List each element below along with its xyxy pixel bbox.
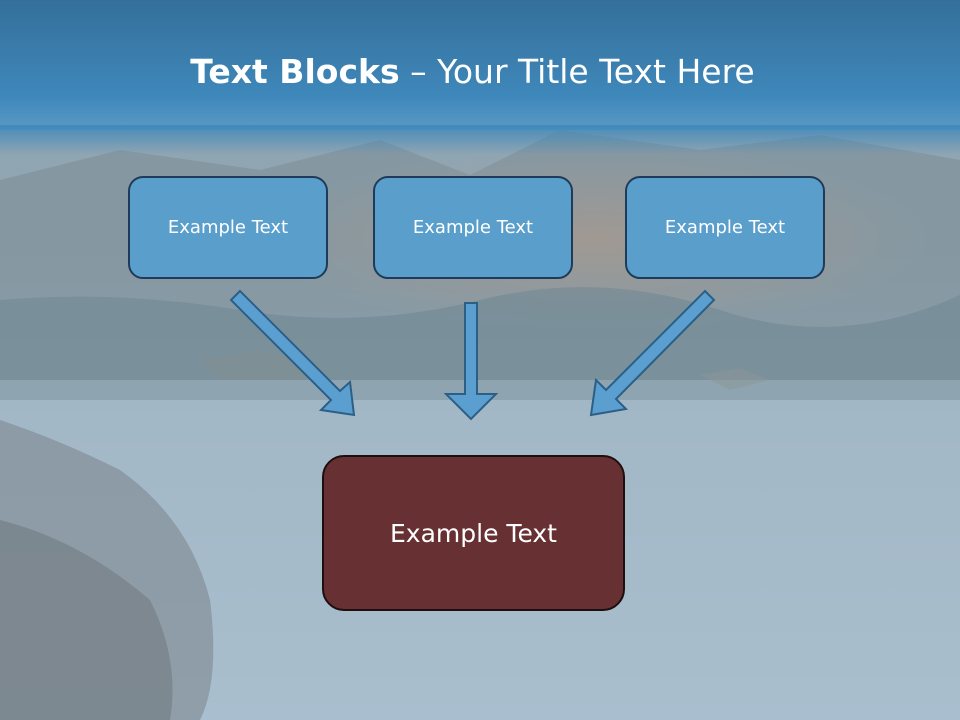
arrow-center-down bbox=[443, 302, 499, 421]
text-block-3-label: Example Text bbox=[664, 217, 786, 238]
slide-title: Text Blocks – Your Title Text Here bbox=[0, 52, 945, 91]
title-separator: – bbox=[399, 52, 438, 91]
text-block-1[interactable]: Example Text bbox=[128, 176, 328, 279]
arrow-left-diagonal bbox=[229, 289, 356, 417]
arrow-right-diagonal bbox=[589, 289, 716, 417]
text-block-2[interactable]: Example Text bbox=[373, 176, 573, 279]
target-text-block-label: Example Text bbox=[390, 518, 557, 548]
text-block-3[interactable]: Example Text bbox=[625, 176, 825, 279]
title-rest-text: Your Title Text Here bbox=[437, 52, 755, 91]
title-strong-text: Text Blocks bbox=[190, 52, 400, 91]
text-block-1-label: Example Text bbox=[167, 217, 289, 238]
target-text-block[interactable]: Example Text bbox=[322, 455, 625, 611]
text-block-2-label: Example Text bbox=[412, 217, 534, 238]
